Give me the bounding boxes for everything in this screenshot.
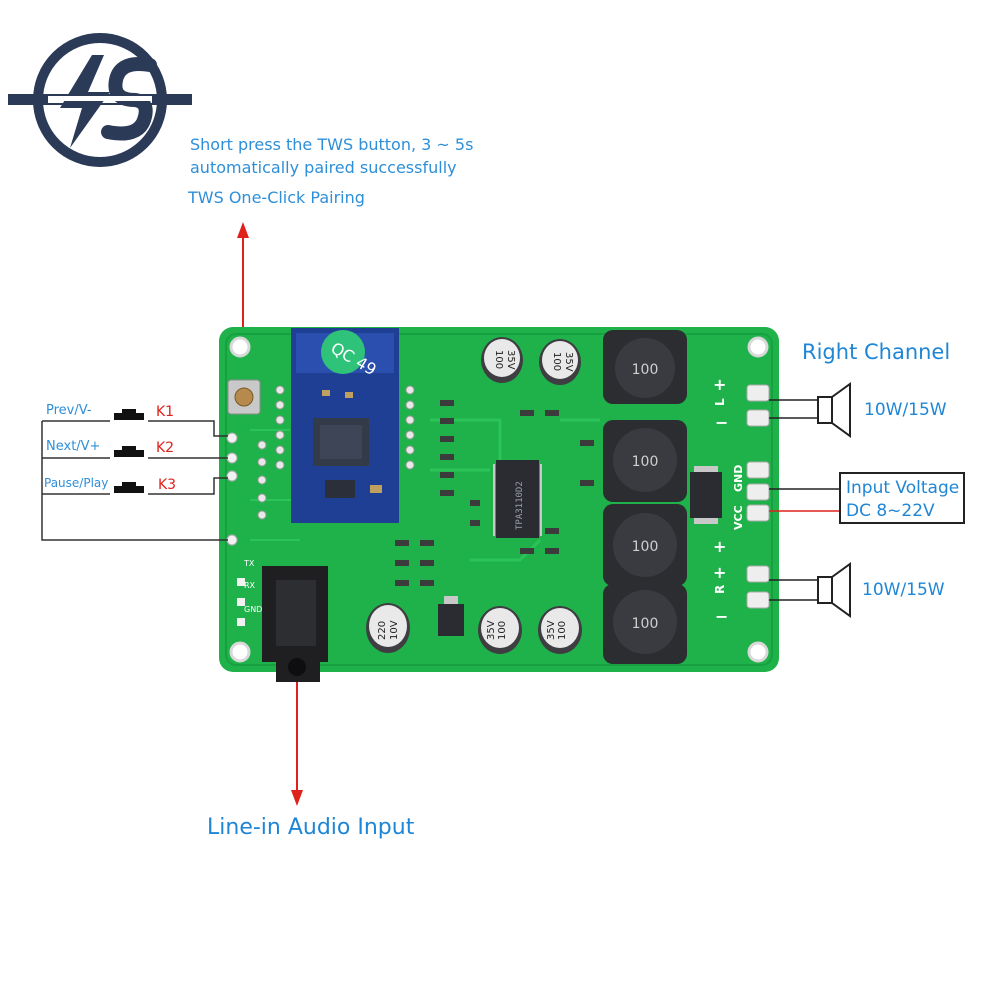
left-side-pads	[226, 432, 245, 626]
capacitor-top-1: 100 35V	[481, 337, 523, 383]
input-voltage-label: Input Voltage	[846, 478, 960, 498]
svg-text:100: 100	[632, 362, 659, 378]
capacitor-small: 220 10V	[366, 603, 410, 653]
gnd-pin-label: GND	[732, 465, 745, 492]
diode	[690, 466, 722, 524]
svg-text:−: −	[715, 607, 728, 626]
capacitor-bottom-1: 100 35V	[478, 606, 522, 654]
svg-text:+: +	[713, 375, 726, 394]
input-voltage-box: Input Voltage DC 8~22V	[839, 472, 965, 524]
inductor-1: 100	[603, 330, 687, 404]
brand-logo-icon	[8, 33, 192, 167]
audio-jack	[262, 566, 328, 682]
capacitor-bottom-2: 100 35V	[538, 606, 582, 654]
svg-text:100: 100	[557, 621, 568, 640]
tx-pin-label: TX	[243, 559, 255, 568]
inductor-4: 100	[603, 584, 687, 664]
speaker-1-power: 10W/15W	[864, 400, 947, 420]
inductor-3: 100	[603, 504, 687, 586]
bluetooth-module: QC 49	[291, 328, 399, 523]
input-voltage-range: DC 8~22V	[846, 501, 935, 521]
button-label-next: Next/V+	[46, 439, 101, 454]
terminal-pads	[746, 384, 770, 609]
pin-headers	[257, 385, 415, 520]
svg-text:35V: 35V	[563, 352, 574, 372]
capacitor-top-2: 100 35V	[539, 339, 581, 385]
tws-note-line1: Short press the TWS button, 3 ~ 5s	[190, 135, 474, 154]
svg-text:35V: 35V	[486, 620, 497, 640]
right-channel-mark: R	[713, 585, 727, 594]
right-channel-label: Right Channel	[802, 340, 951, 364]
transistor	[438, 596, 464, 636]
svg-text:35V: 35V	[505, 350, 516, 370]
chip-label: TPA3110D2	[515, 481, 525, 530]
gnd-left-pin-label: GND	[244, 605, 262, 614]
button-key-k3: K3	[158, 477, 177, 493]
svg-text:−: −	[715, 413, 728, 432]
svg-text:100: 100	[632, 454, 659, 470]
line-in-label: Line-in Audio Input	[207, 815, 415, 840]
button-key-k2: K2	[156, 440, 175, 456]
svg-text:100: 100	[632, 539, 659, 555]
vcc-pin-label: VCC	[732, 505, 745, 530]
button-key-k1: K1	[156, 404, 175, 420]
polarity-marks: + − + + −	[713, 375, 728, 626]
svg-text:+: +	[713, 563, 726, 582]
tws-note-line3: TWS One-Click Pairing	[188, 188, 365, 207]
svg-text:+: +	[713, 537, 726, 556]
push-buttons	[114, 409, 144, 493]
svg-text:100: 100	[493, 350, 504, 369]
speaker-2-power: 10W/15W	[862, 580, 945, 600]
speaker-2-icon	[769, 562, 851, 618]
speaker-1-icon	[769, 382, 851, 438]
tws-button	[227, 379, 261, 415]
tws-note-line2: automatically paired successfully	[190, 158, 457, 177]
svg-text:35V: 35V	[546, 620, 557, 640]
svg-text:100: 100	[632, 616, 659, 632]
svg-text:10V: 10V	[389, 620, 400, 640]
svg-text:100: 100	[551, 352, 562, 371]
button-wiring	[41, 420, 228, 541]
inductor-2: 100	[603, 420, 687, 502]
button-label-prev: Prev/V-	[46, 403, 92, 418]
svg-text:220: 220	[377, 621, 388, 640]
left-channel-mark: L	[713, 398, 727, 406]
amplifier-chip: TPA3110D2	[493, 460, 542, 538]
svg-text:100: 100	[497, 621, 508, 640]
rx-pin-label: RX	[244, 581, 256, 590]
button-label-pause: Pause/Play	[44, 476, 109, 490]
